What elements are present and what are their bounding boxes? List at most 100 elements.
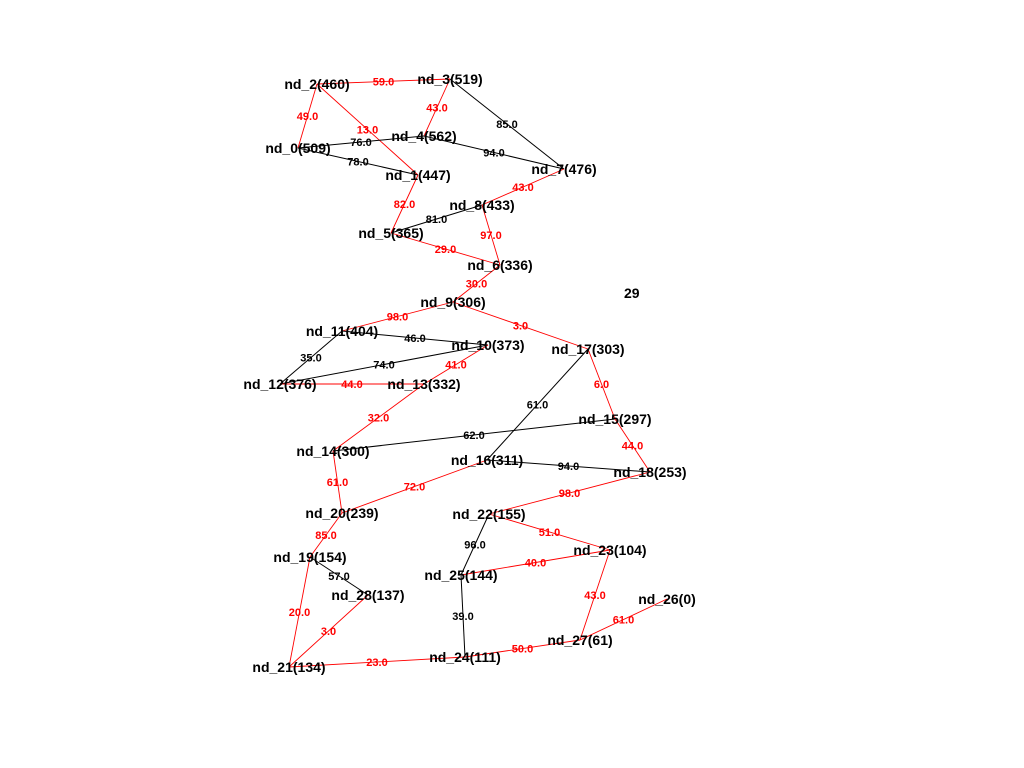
edge-nd_25-nd_24 <box>460 574 466 658</box>
edge-nd_22-nd_23 <box>488 513 611 551</box>
edge-nd_2-nd_3 <box>316 78 451 85</box>
edge-weight-nd_16-nd_18: 94.0 <box>558 461 579 473</box>
edge-nd_2-nd_0 <box>297 83 318 149</box>
edge-weight-nd_1-nd_5: 82.0 <box>394 199 415 211</box>
edge-weight-nd_17-nd_16: 61.0 <box>527 400 548 412</box>
node-nd_6: nd_6(336) <box>467 257 532 273</box>
node-nd_11: nd_11(404) <box>306 323 378 339</box>
edge-weight-nd_19-nd_28: 57.0 <box>328 571 349 583</box>
edge-weight-nd_14-nd_15: 62.0 <box>463 430 484 442</box>
node-nd_27: nd_27(61) <box>547 632 612 648</box>
edge-weight-nd_0-nd_1: 78.0 <box>347 157 368 169</box>
node-nd_18: nd_18(253) <box>613 464 686 480</box>
edge-weight-nd_23-nd_27: 43.0 <box>584 590 605 602</box>
edge-weight-nd_9-nd_17: 3.0 <box>513 321 528 333</box>
edge-nd_3-nd_7 <box>449 78 565 170</box>
edge-weight-nd_22-nd_23: 51.0 <box>539 527 560 539</box>
edge-nd_12-nd_10 <box>279 344 489 385</box>
edge-nd_5-nd_8 <box>390 204 483 234</box>
edge-nd_0-nd_4 <box>297 135 425 149</box>
edge-nd_23-nd_27 <box>579 549 611 641</box>
node-nd_2: nd_2(460) <box>284 76 349 92</box>
edge-weight-nd_12-nd_13: 44.0 <box>341 379 362 391</box>
edge-nd_10-nd_13 <box>423 344 489 385</box>
edge-weight-nd_3-nd_4: 43.0 <box>426 103 447 115</box>
edge-nd_9-nd_11 <box>341 301 454 332</box>
edge-weight-nd_13-nd_14: 32.0 <box>368 413 389 425</box>
edge-weight-nd_5-nd_6: 29.0 <box>435 244 456 256</box>
edges-layer <box>279 78 668 668</box>
edge-nd_19-nd_21 <box>288 556 311 668</box>
edge-nd_22-nd_25 <box>460 513 490 576</box>
edge-nd_11-nd_10 <box>341 330 489 346</box>
node-nd_19: nd_19(154) <box>273 549 346 565</box>
edge-nd_24-nd_27 <box>464 639 581 658</box>
edge-weight-nd_15-nd_18: 44.0 <box>622 441 643 453</box>
node-nd_15: nd_15(297) <box>578 411 651 427</box>
node-nd_24: nd_24(111) <box>429 649 501 665</box>
node-nd_7: nd_7(476) <box>531 161 596 177</box>
edge-nd_16-nd_18 <box>486 459 651 473</box>
edge-nd_28-nd_21 <box>288 594 369 668</box>
edge-nd_4-nd_7 <box>423 135 565 170</box>
node-nd_25: nd_25(144) <box>424 567 497 583</box>
edge-nd_11-nd_12 <box>279 330 343 385</box>
node-nd_12: nd_12(376) <box>243 376 316 392</box>
edge-weight-nd_12-nd_10: 74.0 <box>373 360 394 372</box>
node-nd_14: nd_14(300) <box>296 443 369 459</box>
edge-weight-nd_2-nd_3: 59.0 <box>373 77 394 89</box>
edge-weight-nd_21-nd_24: 23.0 <box>366 657 387 669</box>
nodes-layer: nd_0(509) nd_1(447) nd_2(460) nd_3(519) nd_4… <box>243 71 695 675</box>
edge-nd_3-nd_4 <box>423 78 451 137</box>
edge-nd_20-nd_19 <box>309 512 343 558</box>
edge-weight-nd_22-nd_25: 96.0 <box>464 540 485 552</box>
edge-weight-nd_20-nd_16: 72.0 <box>404 482 425 494</box>
edge-nd_1-nd_5 <box>390 174 419 234</box>
edge-nd_13-nd_14 <box>332 383 425 452</box>
edge-nd_14-nd_20 <box>332 450 343 514</box>
edge-nd_7-nd_8 <box>481 168 565 206</box>
edge-weight-nd_5-nd_8: 81.0 <box>426 214 447 226</box>
edge-nd_17-nd_15 <box>587 348 616 420</box>
edge-weight-nd_17-nd_15: 6.0 <box>594 379 609 391</box>
edge-weights-layer: 59.0 49.0 13.0 43.0 85.0 76.0 78.0 94.0 43.0 82.0… <box>289 77 643 670</box>
node-nd_22: nd_22(155) <box>452 506 525 522</box>
node-nd_5: nd_5(365) <box>358 225 423 241</box>
node-nd_26: nd_26(0) <box>638 591 696 607</box>
node-nd_9: nd_9(306) <box>420 294 485 310</box>
edge-weight-nd_4-nd_7: 94.0 <box>483 148 504 160</box>
edge-weight-nd_8-nd_6: 97.0 <box>480 230 501 242</box>
node-nd_4: nd_4(562) <box>391 128 456 144</box>
edge-nd_0-nd_1 <box>297 147 419 176</box>
edge-weight-nd_28-nd_21: 3.0 <box>321 626 336 638</box>
node-nd_3: nd_3(519) <box>417 71 482 87</box>
edge-weight-nd_18-nd_22: 98.0 <box>559 488 580 500</box>
edge-nd_18-nd_22 <box>488 471 651 515</box>
edge-weight-nd_14-nd_20: 61.0 <box>327 477 348 489</box>
edge-nd_9-nd_17 <box>452 301 589 350</box>
edge-nd_6-nd_9 <box>452 264 501 303</box>
node-nd_0: nd_0(509) <box>265 140 330 156</box>
node-nd_10: nd_10(373) <box>451 337 524 353</box>
node-nd_21: nd_21(134) <box>252 659 325 675</box>
edge-weight-nd_19-nd_21: 20.0 <box>289 607 310 619</box>
edge-nd_20-nd_16 <box>341 459 488 514</box>
edge-nd_2-nd_1 <box>316 83 419 176</box>
node-nd_28: nd_28(137) <box>331 587 404 603</box>
node-nd_20: nd_20(239) <box>305 505 378 521</box>
edge-nd_8-nd_6 <box>481 204 501 266</box>
edge-nd_17-nd_16 <box>486 348 589 461</box>
node-nd_17: nd_17(303) <box>551 341 624 357</box>
edge-weight-nd_2-nd_0: 49.0 <box>297 111 318 123</box>
edge-nd_21-nd_24 <box>288 656 466 668</box>
edge-weight-nd_2-nd_1: 13.0 <box>357 125 378 137</box>
edge-weight-nd_24-nd_27: 50.0 <box>512 644 533 656</box>
corner-number: 29 <box>624 285 640 301</box>
edge-weight-nd_6-nd_9: 30.0 <box>466 279 487 291</box>
edge-weight-nd_0-nd_4: 76.0 <box>350 137 371 149</box>
node-nd_16: nd_16(311) <box>451 452 523 468</box>
edge-nd_27-nd_26 <box>579 598 668 641</box>
node-nd_8: nd_8(433) <box>449 197 514 213</box>
edge-weight-nd_20-nd_19: 85.0 <box>315 530 336 542</box>
node-nd_1: nd_1(447) <box>385 167 450 183</box>
